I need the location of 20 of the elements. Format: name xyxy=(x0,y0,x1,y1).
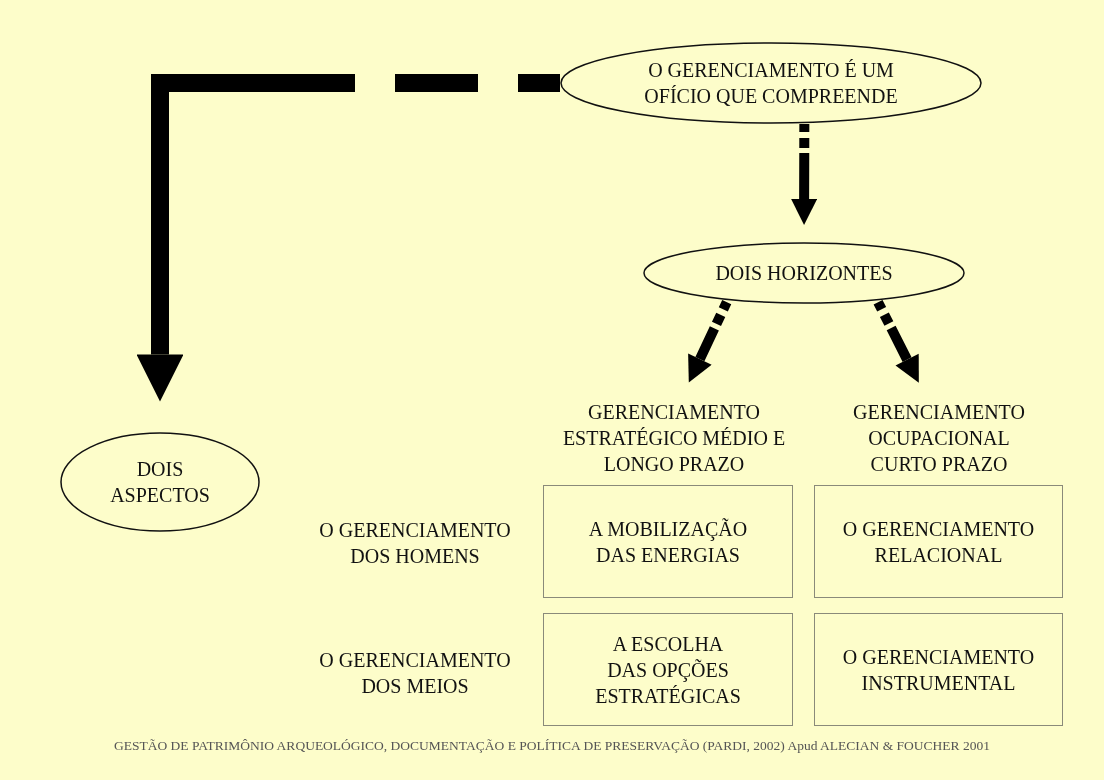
row-heading: O GERENCIAMENTO DOS MEIOS xyxy=(318,648,512,699)
process-box xyxy=(543,485,793,598)
node-text: DOIS HORIZONTES xyxy=(715,261,893,286)
column-heading: GERENCIAMENTO ESTRATÉGICO MÉDIO E LONGO PRAZO xyxy=(562,400,786,477)
process-box xyxy=(814,613,1063,726)
node-text: O GERENCIAMENTO INSTRUMENTAL xyxy=(841,644,1036,696)
node-text: DOIS ASPECTOS xyxy=(109,457,211,508)
arrow xyxy=(136,74,560,402)
node-text: O GERENCIAMENTO RELACIONAL xyxy=(841,516,1036,568)
arrow xyxy=(688,300,732,383)
node-text: A MOBILIZAÇÃO DAS ENERGIAS xyxy=(587,516,749,568)
arrow xyxy=(873,299,919,383)
row-heading: O GERENCIAMENTO DOS HOMENS xyxy=(318,518,512,569)
source-caption: GESTÃO DE PATRIMÔNIO ARQUEOLÓGICO, DOCUMENTAÇÃO E POLÍTICA DE PRESERVAÇÃO (PARDI, 2002) Apud ALECIAN & FOUCHER 2001 xyxy=(113,738,991,754)
node-text: O GERENCIAMENTO É UM OFÍCIO QUE COMPREENDE xyxy=(643,58,899,109)
process-box xyxy=(543,613,793,726)
process-box xyxy=(814,485,1063,598)
node-text: A ESCOLHA DAS OPÇÕES ESTRATÉGICAS xyxy=(595,631,741,709)
arrow xyxy=(791,124,818,225)
column-heading: GERENCIAMENTO OCUPACIONAL CURTO PRAZO xyxy=(852,400,1026,477)
